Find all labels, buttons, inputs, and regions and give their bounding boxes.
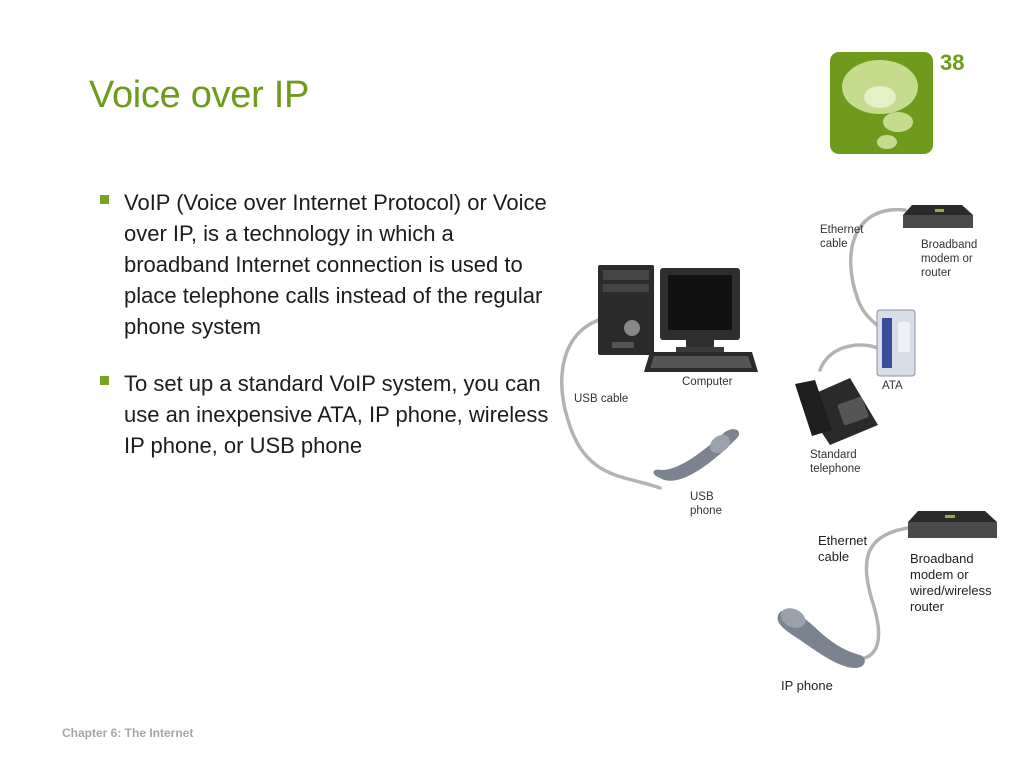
bullet-item: VoIP (Voice over Internet Protocol) or V… xyxy=(100,187,560,342)
modem-icon xyxy=(908,511,997,538)
slide-title: Voice over IP xyxy=(89,74,309,116)
computer-label: Computer xyxy=(682,376,733,388)
computer-tower-icon xyxy=(598,265,654,355)
keyboard-icon xyxy=(644,352,758,372)
usb-cable-label: USB cable xyxy=(574,393,628,405)
modem-icon xyxy=(903,205,973,228)
bullet-text: To set up a standard VoIP system, you ca… xyxy=(124,371,549,458)
bullet-text: VoIP (Voice over Internet Protocol) or V… xyxy=(124,190,547,339)
handset-icon xyxy=(653,429,740,481)
ip-phone-label: IP phone xyxy=(781,678,833,693)
desk-phone-icon xyxy=(795,378,878,445)
monitor-icon xyxy=(660,268,740,352)
usb-cable xyxy=(560,316,662,490)
slide-number: 38 xyxy=(940,50,965,75)
phone-cable xyxy=(818,343,880,372)
ethernet-cable-bottom xyxy=(843,526,910,661)
bullet-item: To set up a standard VoIP system, you ca… xyxy=(100,368,560,461)
ethernet-cable-top xyxy=(849,207,907,330)
handset-icon xyxy=(777,608,865,668)
footer-text: Chapter 6: The Internet xyxy=(62,726,194,740)
speech-bubble-logo-icon xyxy=(830,52,933,154)
ata-icon xyxy=(876,309,916,377)
bullet-list: VoIP (Voice over Internet Protocol) or V… xyxy=(100,187,560,487)
bullet-marker-icon xyxy=(100,376,109,385)
ata-label: ATA xyxy=(882,380,903,392)
bullet-marker-icon xyxy=(100,195,109,204)
